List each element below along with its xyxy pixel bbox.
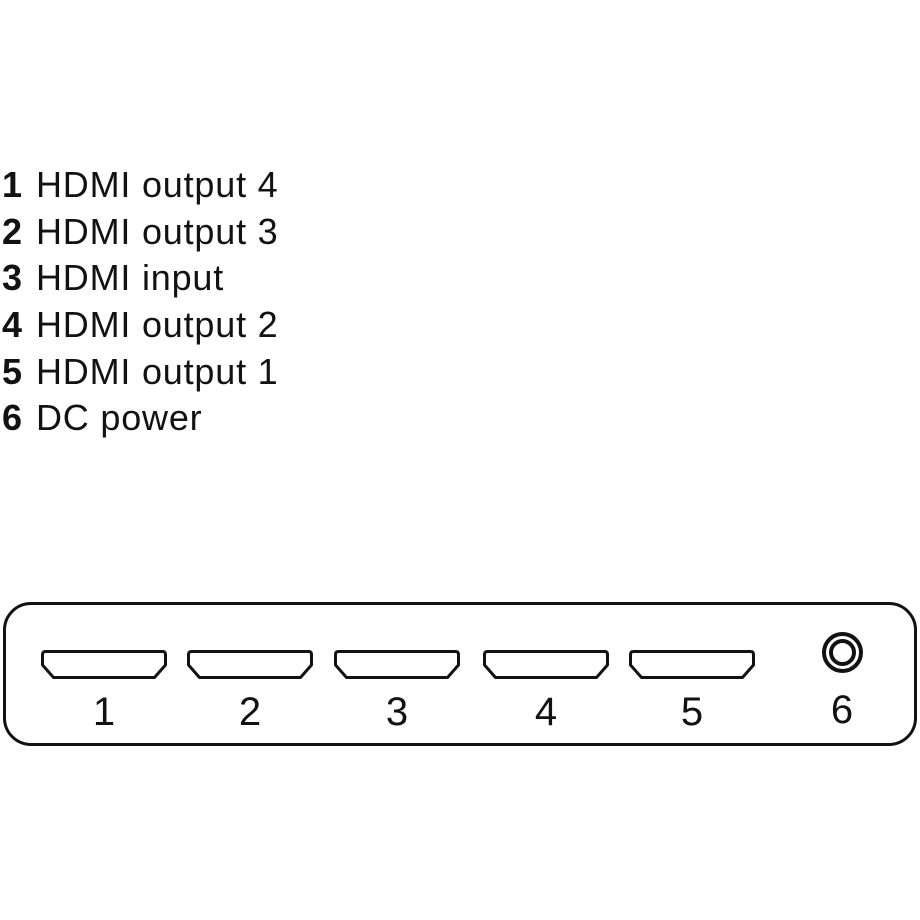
port-number-label: 2 bbox=[238, 690, 262, 734]
legend-item: 4 HDMI output 2 bbox=[2, 302, 279, 349]
legend-item-number: 3 bbox=[2, 257, 23, 299]
port-number-label: 6 bbox=[830, 688, 854, 732]
dc-jack-pin-icon bbox=[828, 639, 856, 666]
legend-item: 2 HDMI output 3 bbox=[2, 209, 279, 256]
hdmi-port-icon bbox=[483, 650, 609, 679]
hdmi-port-4: 4 bbox=[483, 650, 609, 732]
dc-jack-icon bbox=[821, 632, 863, 673]
hdmi-port-icon bbox=[334, 650, 460, 679]
legend-item-label: HDMI output 3 bbox=[36, 210, 279, 252]
hdmi-port-1: 1 bbox=[41, 650, 167, 732]
legend-item-number: 6 bbox=[2, 397, 23, 439]
legend-item-label: HDMI input bbox=[36, 257, 225, 299]
hdmi-port-icon bbox=[41, 650, 167, 679]
port-number-label: 1 bbox=[92, 690, 116, 734]
legend-item: 5 HDMI output 1 bbox=[2, 349, 279, 396]
legend-item: 1 HDMI output 4 bbox=[2, 162, 279, 209]
port-number-label: 5 bbox=[680, 690, 704, 734]
hdmi-port-icon bbox=[629, 650, 755, 679]
legend-item-number: 4 bbox=[2, 304, 23, 346]
port-number-label: 4 bbox=[534, 690, 558, 734]
port-legend: 1 HDMI output 4 2 HDMI output 3 3 HDMI i… bbox=[2, 162, 279, 442]
legend-item-label: DC power bbox=[36, 397, 203, 439]
legend-item-number: 1 bbox=[2, 164, 23, 205]
hdmi-port-2: 2 bbox=[187, 650, 313, 732]
legend-item-label: HDMI output 4 bbox=[36, 164, 279, 205]
legend-item-number: 2 bbox=[2, 210, 23, 252]
legend-item: 3 HDMI input bbox=[2, 255, 279, 302]
hdmi-port-icon bbox=[187, 650, 313, 679]
hdmi-port-5: 5 bbox=[629, 650, 755, 732]
legend-item-number: 5 bbox=[2, 350, 23, 392]
port-number-label: 3 bbox=[385, 690, 409, 734]
legend-item: 6 DC power bbox=[2, 395, 279, 442]
dc-power-jack: 6 bbox=[779, 632, 905, 730]
legend-item-label: HDMI output 1 bbox=[36, 350, 279, 392]
legend-item-label: HDMI output 2 bbox=[36, 304, 279, 346]
device-rear-panel: 1 2 3 4 5 bbox=[3, 602, 917, 746]
hdmi-port-3: 3 bbox=[334, 650, 460, 732]
